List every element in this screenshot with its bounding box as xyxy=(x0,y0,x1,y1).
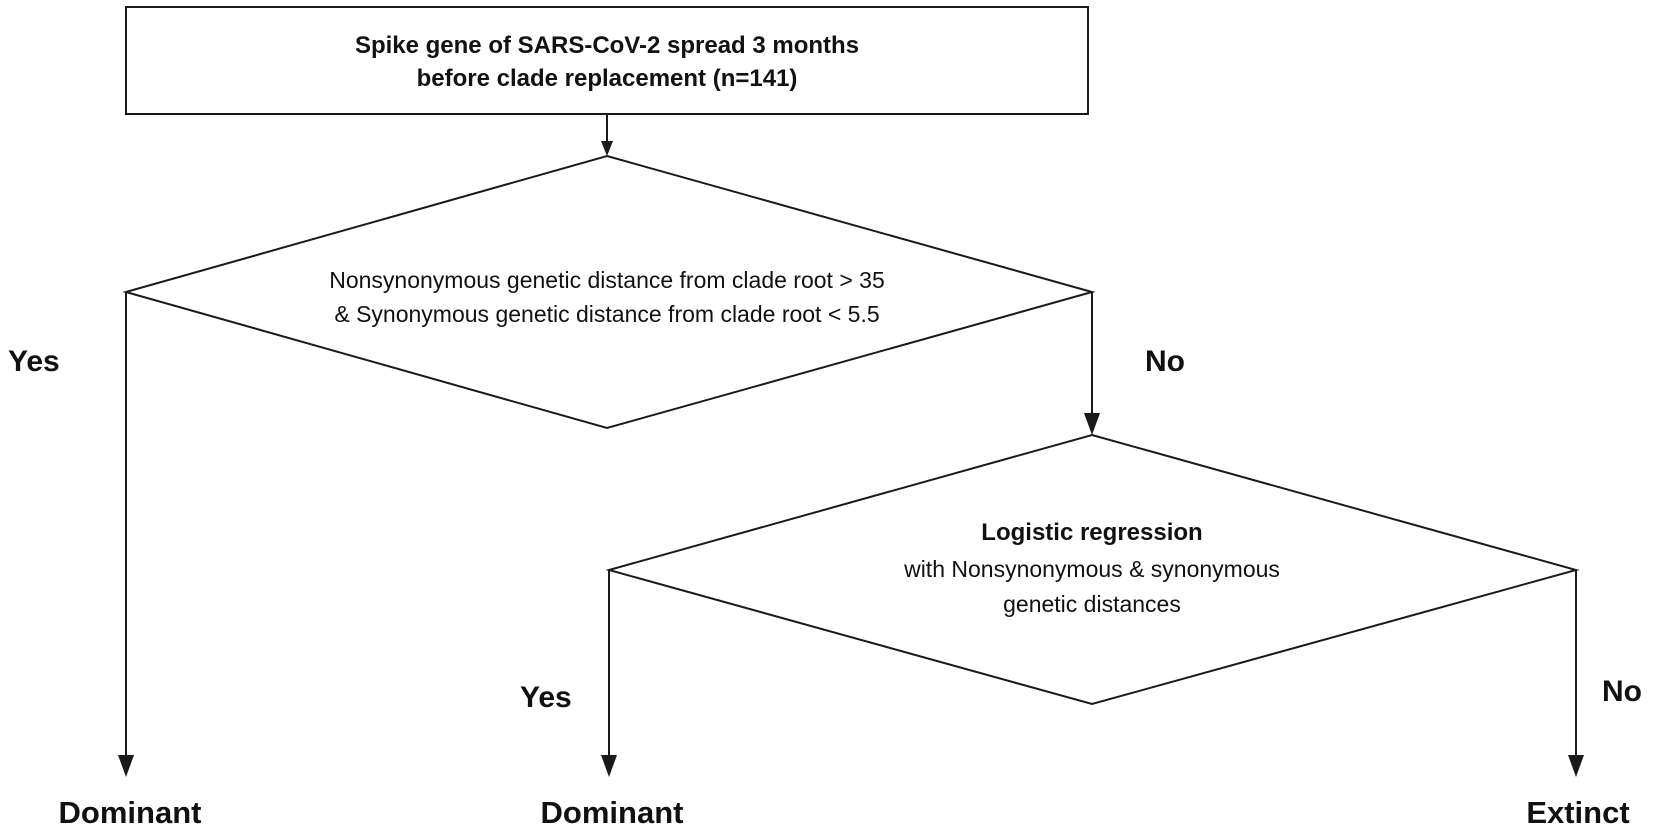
decision2-yes-label: Yes xyxy=(520,681,572,714)
arrowhead-start-to-decision1 xyxy=(601,141,613,156)
decision1-line2: & Synonymous genetic distance from clade… xyxy=(334,301,879,327)
decision2-line3: genetic distances xyxy=(1003,591,1181,617)
outcome-left-dominant: Dominant xyxy=(59,795,202,830)
decision1-no-label: No xyxy=(1145,345,1185,378)
start-box-line2: before clade replacement (n=141) xyxy=(417,65,798,92)
start-box-line1: Spike gene of SARS-CoV-2 spread 3 months xyxy=(355,32,859,59)
decision1-yes-label: Yes xyxy=(8,345,60,378)
decision1-line1: Nonsynonymous genetic distance from clad… xyxy=(329,267,885,293)
decision2-title: Logistic regression xyxy=(981,519,1202,546)
outcome-right-extinct: Extinct xyxy=(1526,795,1629,830)
arrowhead-decision2-no xyxy=(1568,755,1584,777)
decision2-diamond xyxy=(605,433,1580,706)
decision1-diamond xyxy=(122,154,1096,430)
arrowhead-decision1-no xyxy=(1084,413,1100,435)
decision2-no-label: No xyxy=(1602,675,1642,708)
outcome-middle-dominant: Dominant xyxy=(541,795,684,830)
arrowhead-decision2-yes xyxy=(601,755,617,777)
start-box xyxy=(125,6,1089,115)
arrowhead-decision1-yes xyxy=(118,755,134,777)
decision2-line2: with Nonsynonymous & synonymous xyxy=(903,556,1280,582)
